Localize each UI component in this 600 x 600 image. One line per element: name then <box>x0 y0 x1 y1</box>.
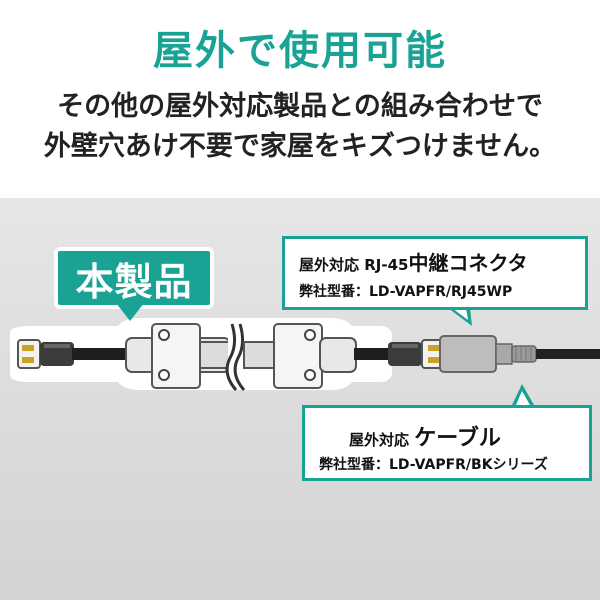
callout-cable: 屋外対応 ケーブル 弊社型番：LD-VAPFR/BKシリーズ <box>302 405 592 481</box>
callout-cable-title: 屋外対応 ケーブル <box>349 420 501 452</box>
subline-2: 外壁穴あけ不要で家屋をキズつけません。 <box>43 131 557 162</box>
left-rj45-plug <box>17 339 74 369</box>
left-connector-body <box>125 323 233 389</box>
product-badge-tail <box>116 303 144 321</box>
outdoor-cable-plug <box>439 335 537 373</box>
right-rj45-plug <box>388 339 445 369</box>
product-badge-label: 本製品 <box>54 247 214 309</box>
callout-cable-model-line: 弊社型番：LD-VAPFR/BKシリーズ <box>319 454 548 474</box>
callout-connector: 屋外対応 RJ-45中継コネクタ 弊社型番：LD-VAPFR/RJ45WP <box>282 236 588 310</box>
callout-connector-name: 中継コネクタ <box>408 251 528 275</box>
right-inner-cable <box>354 348 390 360</box>
callout-connector-model: LD-VAPFR/RJ45WP <box>369 284 513 300</box>
headline: 屋外で使用可能 <box>153 28 447 74</box>
break-mark <box>225 323 246 391</box>
left-cable <box>72 348 128 360</box>
connector-illustration <box>10 308 600 405</box>
callout-connector-prefix: 屋外対応 RJ-45 <box>299 256 409 274</box>
outdoor-cable <box>536 349 600 359</box>
product-badge: 本製品 <box>54 247 214 325</box>
callout-cable-name: ケーブル <box>414 426 501 451</box>
callout-cable-prefix: 屋外対応 <box>349 431 410 449</box>
right-connector-body <box>243 323 357 389</box>
callout-cable-model-label: 弊社型番： <box>319 457 389 473</box>
callout-cable-model: LD-VAPFR/BKシリーズ <box>389 457 548 473</box>
subline-1: その他の屋外対応製品との組み合わせで <box>57 91 543 122</box>
callout-connector-model-line: 弊社型番：LD-VAPFR/RJ45WP <box>299 281 512 301</box>
callout-connector-title: 屋外対応 RJ-45中継コネクタ <box>299 247 528 276</box>
callout-connector-model-label: 弊社型番： <box>299 284 369 300</box>
